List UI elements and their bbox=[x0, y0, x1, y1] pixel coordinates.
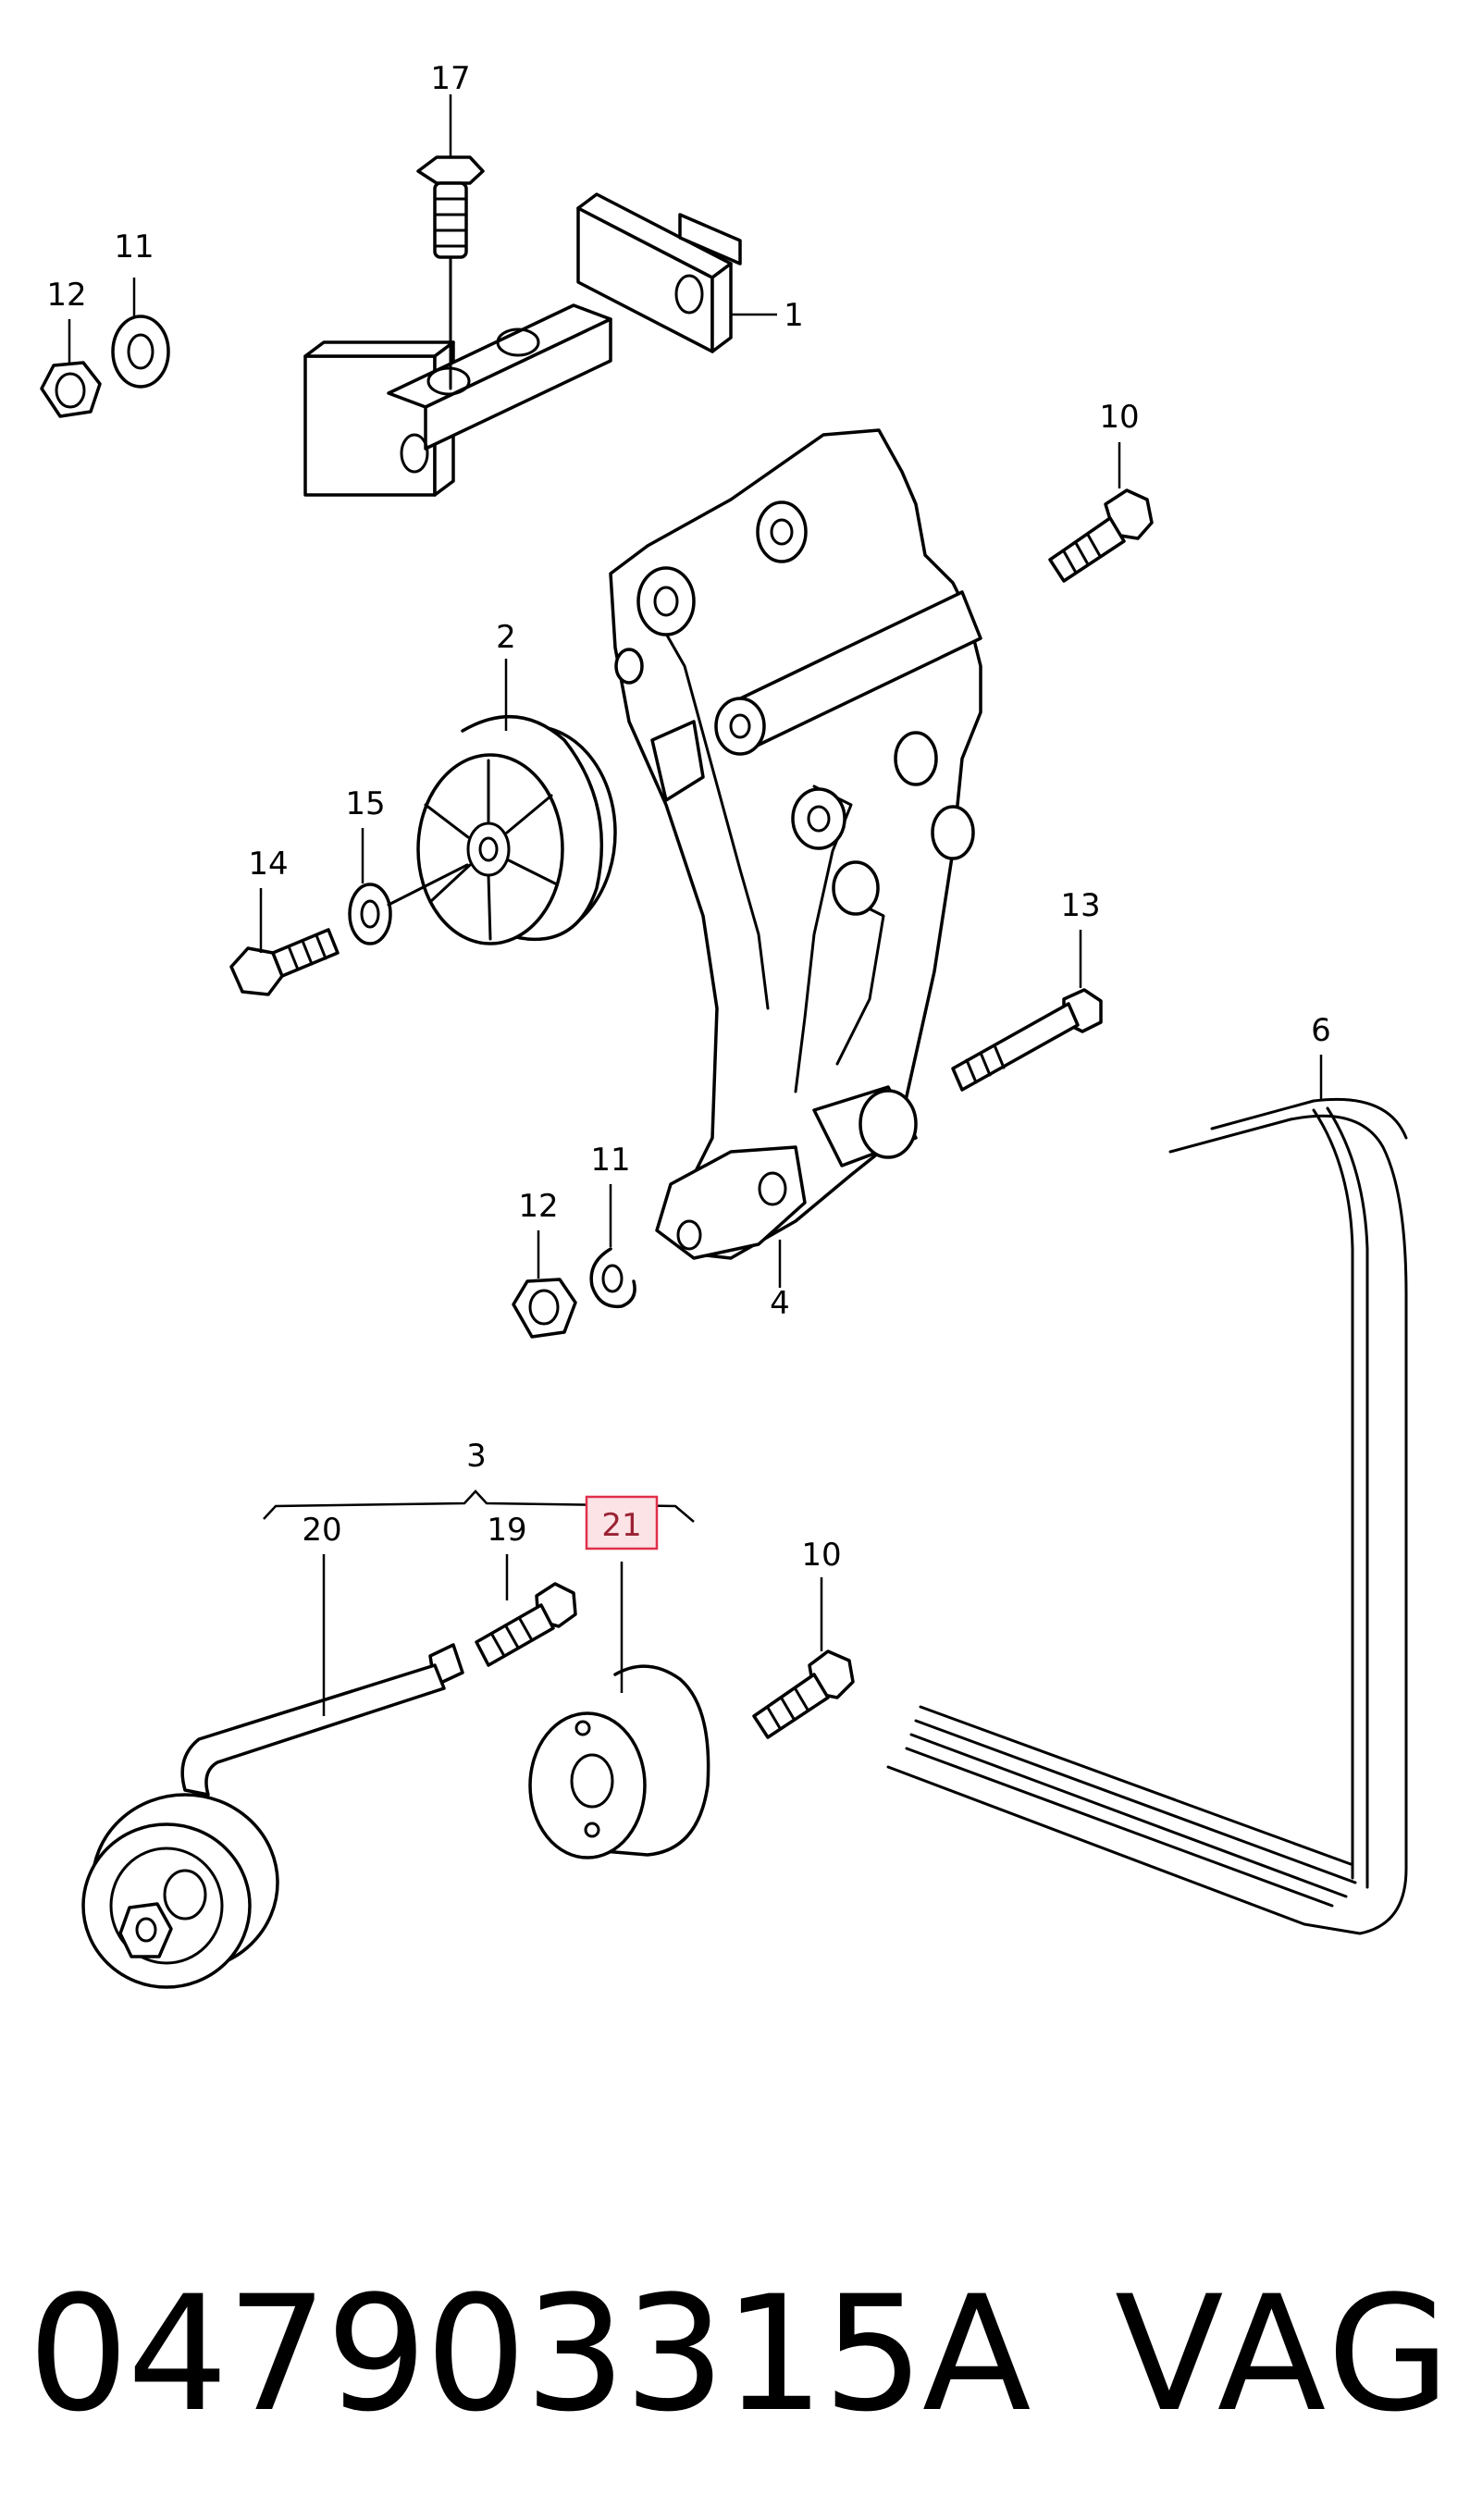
highlight-box-21 bbox=[585, 1495, 659, 1550]
part-number-footer: 047903315A VAG bbox=[28, 2257, 1452, 2452]
callout-19[interactable]: 19 bbox=[487, 1512, 526, 1549]
pulley-part-2 bbox=[416, 714, 617, 945]
callout-11-mid[interactable]: 11 bbox=[590, 1142, 630, 1179]
washer-part-11-top bbox=[111, 315, 170, 389]
callout-20[interactable]: 20 bbox=[302, 1512, 341, 1549]
bolt-part-19 bbox=[475, 1582, 577, 1667]
callout-11-top[interactable]: 11 bbox=[114, 229, 154, 266]
callout-4[interactable]: 4 bbox=[770, 1285, 790, 1322]
spacer-part-21 bbox=[528, 1664, 710, 1859]
main-bracket-part-4 bbox=[609, 428, 982, 1260]
nut-part-12-top bbox=[40, 361, 102, 418]
leader-lines bbox=[68, 94, 1323, 1716]
callout-3[interactable]: 3 bbox=[466, 1438, 487, 1475]
callout-10-lower[interactable]: 10 bbox=[801, 1537, 841, 1574]
callout-17[interactable]: 17 bbox=[430, 60, 470, 97]
callout-14[interactable]: 14 bbox=[248, 846, 288, 883]
bolt-part-14 bbox=[229, 928, 340, 996]
washer-part-15 bbox=[348, 863, 469, 945]
bolt-part-13 bbox=[951, 988, 1103, 1092]
bolt-part-10-lower bbox=[752, 1649, 855, 1739]
lock-washer-part-11-mid bbox=[589, 1247, 636, 1309]
tensioner-part-20 bbox=[81, 1643, 464, 1989]
callout-1[interactable]: 1 bbox=[784, 297, 804, 334]
callout-labels: 17 1 11 12 10 2 15 14 13 6 11 12 4 3 20 … bbox=[46, 60, 1330, 1574]
bolt-part-10-upper bbox=[1048, 488, 1154, 583]
bolt-part-17 bbox=[416, 155, 485, 390]
callout-6[interactable]: 6 bbox=[1311, 1012, 1331, 1049]
callout-13[interactable]: 13 bbox=[1060, 887, 1100, 924]
callout-2[interactable]: 2 bbox=[496, 619, 516, 656]
mounting-bracket-part-1 bbox=[303, 192, 742, 497]
callout-12-top[interactable]: 12 bbox=[46, 277, 86, 314]
brand-name: VAG bbox=[1115, 2261, 1454, 2447]
callout-10-upper[interactable]: 10 bbox=[1099, 399, 1139, 436]
drive-belt-part-6 bbox=[886, 1097, 1408, 1935]
nut-part-12-mid bbox=[512, 1278, 577, 1339]
part-number: 047903315A bbox=[28, 2261, 1031, 2447]
callout-12-mid[interactable]: 12 bbox=[518, 1188, 558, 1225]
callout-21[interactable]: 21 bbox=[601, 1507, 641, 1544]
callout-15[interactable]: 15 bbox=[345, 785, 385, 822]
